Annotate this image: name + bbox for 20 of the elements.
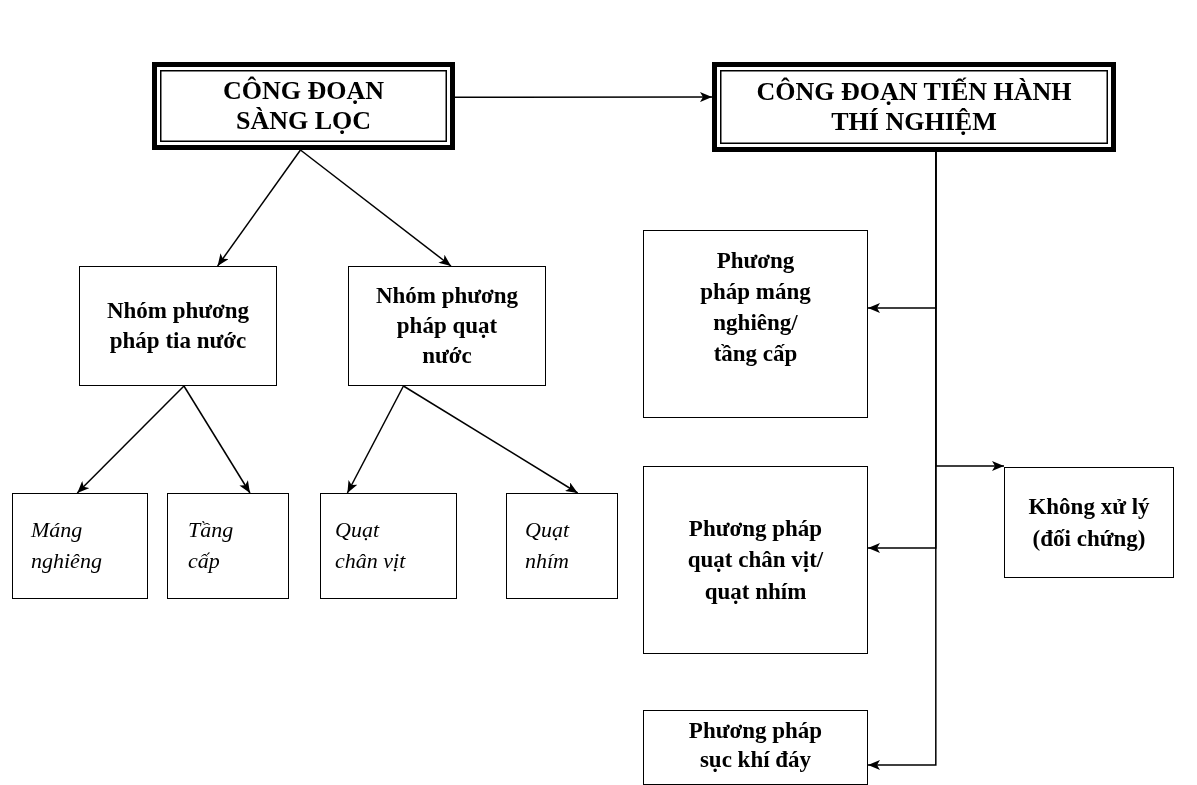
arrow: [454, 92, 713, 103]
group-box: Nhóm phương pháp tia nước: [79, 266, 277, 386]
arrow: [76, 385, 185, 494]
arrow: [299, 149, 452, 267]
stage-box: CÔNG ĐOẠN TIẾN HÀNH THÍ NGHIỆM: [712, 62, 1116, 152]
group-box: Nhóm phương pháp quạt nước: [348, 266, 546, 386]
arrow: [216, 149, 302, 267]
arrow: [346, 385, 405, 494]
method-box: Phương pháp quạt chân vịt/ quạt nhím: [643, 466, 868, 654]
arrow: [867, 151, 937, 770]
control-box: Không xử lý (đối chứng): [1004, 467, 1174, 578]
method-box: Phương pháp máng nghiêng/ tầng cấp: [643, 230, 868, 418]
method-box: Quạt nhím: [506, 493, 618, 599]
arrow: [402, 385, 579, 494]
stage-box: CÔNG ĐOẠN SÀNG LỌC: [152, 62, 455, 150]
arrow: [183, 385, 251, 494]
method-box: Quạt chân vịt: [320, 493, 457, 599]
method-box: Phương pháp sục khí đáy: [643, 710, 868, 785]
method-box: Tầng cấp: [167, 493, 289, 599]
method-box: Máng nghiêng: [12, 493, 148, 599]
